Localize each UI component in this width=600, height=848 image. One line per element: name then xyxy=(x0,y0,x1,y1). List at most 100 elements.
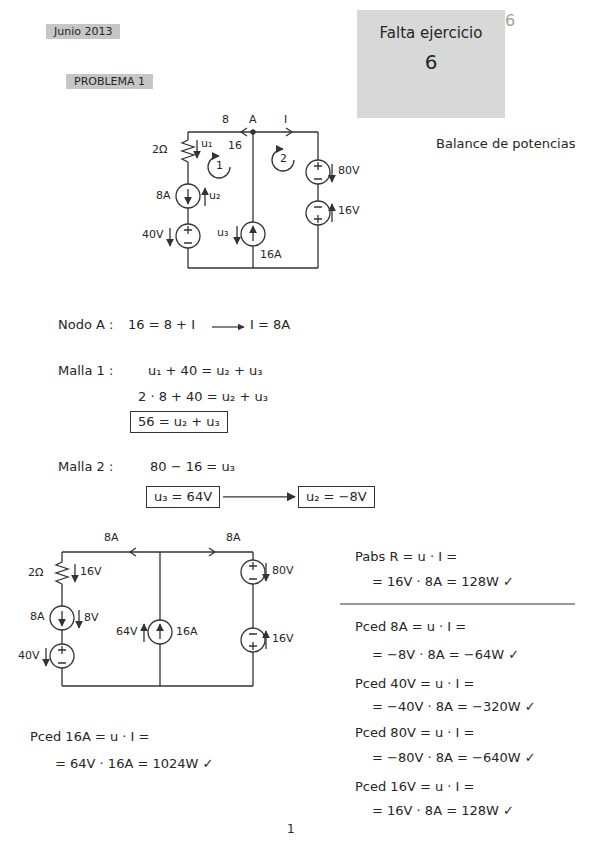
voltage-source-symbol xyxy=(241,560,265,584)
power-result: = −8V · 8A = −64W ✓ xyxy=(372,648,519,663)
source-label: 16A xyxy=(176,626,198,639)
wire xyxy=(62,552,253,686)
equation-heading: Malla 2 : xyxy=(58,460,113,475)
box-text: Junio 2013 xyxy=(54,25,112,38)
result-box: 56 = u₂ + u₃ xyxy=(130,411,228,433)
resistor-symbol xyxy=(182,140,194,162)
loop-arrow xyxy=(272,149,294,171)
loop-arrow xyxy=(208,156,230,178)
problem-highlight: PROBLEMA 1 xyxy=(66,74,153,89)
voltage-arrow xyxy=(196,140,197,158)
voltage-arrow xyxy=(143,624,144,642)
power-result: = 16V · 8A = 128W ✓ xyxy=(372,804,514,819)
source-label: 40V xyxy=(142,229,164,242)
watermark-number: 6 xyxy=(505,12,515,30)
source-label: 16V xyxy=(272,633,294,646)
source-arrow xyxy=(61,611,62,626)
resistor-symbol xyxy=(56,562,68,584)
voltage-label: u₁ xyxy=(201,138,212,151)
equation: I = 8A xyxy=(250,318,290,333)
resistor-label: 2Ω xyxy=(28,567,43,580)
source-arrow xyxy=(252,226,253,241)
source-label: 16V xyxy=(338,205,360,218)
power-equation: Pced 80V = u · I = xyxy=(355,726,474,741)
voltage-arrow xyxy=(265,631,266,649)
equation: 2 · 8 + 40 = u₂ + u₃ xyxy=(138,390,268,405)
current-arrow xyxy=(130,548,215,556)
equation: 80 − 16 = u₃ xyxy=(150,460,235,475)
voltage-arrow xyxy=(331,204,332,222)
source-label: 8A xyxy=(156,190,171,203)
polarity-sign xyxy=(184,226,192,243)
source-arrow xyxy=(159,624,160,639)
current-label: 16 xyxy=(228,140,242,153)
voltage-arrow xyxy=(265,563,266,581)
voltage-arrow xyxy=(78,610,79,628)
result-box: u₃ = 64V xyxy=(146,486,220,508)
voltage-label: u₃ xyxy=(217,227,228,240)
box-text: Falta ejercicio xyxy=(380,24,483,42)
current-label: I xyxy=(284,114,287,127)
node-dot xyxy=(251,130,255,134)
current-source-symbol xyxy=(148,620,172,644)
source-label: 16A xyxy=(260,249,282,262)
voltage-label: 64V xyxy=(116,626,138,639)
voltage-arrow xyxy=(45,648,46,666)
current-label: 8A xyxy=(226,532,241,545)
current-label: 8 xyxy=(222,114,229,127)
voltage-source-symbol xyxy=(306,160,330,184)
equation: 16 = 8 + I xyxy=(128,318,195,333)
equation-heading: Nodo A : xyxy=(58,318,113,333)
voltage-arrow xyxy=(74,564,75,582)
box-text: u₂ = −8V xyxy=(306,489,367,505)
source-label: 8A xyxy=(30,611,45,624)
section-heading: Balance de potencias xyxy=(436,137,575,152)
note-box: Falta ejercicio 6 xyxy=(357,10,505,118)
voltage-arrow xyxy=(169,228,170,246)
power-equation: Pced 16V = u · I = xyxy=(355,780,474,795)
page-number: 1 xyxy=(287,823,295,837)
separator-line xyxy=(340,604,575,605)
node-label: A xyxy=(249,114,257,127)
loop-label: 2 xyxy=(280,153,287,166)
source-label: 40V xyxy=(18,650,40,663)
result-box: u₂ = −8V xyxy=(298,486,375,508)
source-arrow xyxy=(187,189,188,204)
voltage-label: 8V xyxy=(84,612,99,625)
voltage-source-symbol xyxy=(241,628,265,652)
voltage-arrow xyxy=(236,226,237,244)
box-number: 6 xyxy=(425,50,438,74)
source-label: 80V xyxy=(272,565,294,578)
loop-label: 1 xyxy=(216,160,223,173)
current-source-symbol xyxy=(50,606,74,630)
voltage-arrow xyxy=(331,164,332,182)
box-text: 56 = u₂ + u₃ xyxy=(138,414,220,430)
polarity-sign xyxy=(314,207,322,223)
equation-heading: Malla 1 : xyxy=(58,364,113,379)
wire xyxy=(188,132,318,268)
source-label: 80V xyxy=(338,165,360,178)
voltage-arrow xyxy=(204,188,205,206)
polarity-sign xyxy=(249,562,257,579)
polarity-sign xyxy=(249,634,257,650)
arrow xyxy=(212,326,244,327)
resistor-label: 2Ω xyxy=(152,144,167,157)
circuit-one xyxy=(170,128,332,268)
polarity-sign xyxy=(314,162,322,179)
power-result: = −80V · 8A = −640W ✓ xyxy=(372,751,536,766)
equation: u₁ + 40 = u₂ + u₃ xyxy=(148,364,262,379)
arrow-connector xyxy=(223,496,295,497)
power-equation: Pced 8A = u · I = xyxy=(355,620,466,635)
date-highlight: Junio 2013 xyxy=(46,24,120,39)
power-result: = 64V · 16A = 1024W ✓ xyxy=(55,757,213,772)
current-label: 8A xyxy=(104,532,119,545)
voltage-source-symbol xyxy=(176,224,200,248)
current-source-symbol xyxy=(241,222,265,246)
voltage-source-symbol xyxy=(306,201,330,225)
current-arrow xyxy=(241,128,292,136)
polarity-sign xyxy=(58,646,66,663)
box-text: u₃ = 64V xyxy=(154,489,212,505)
